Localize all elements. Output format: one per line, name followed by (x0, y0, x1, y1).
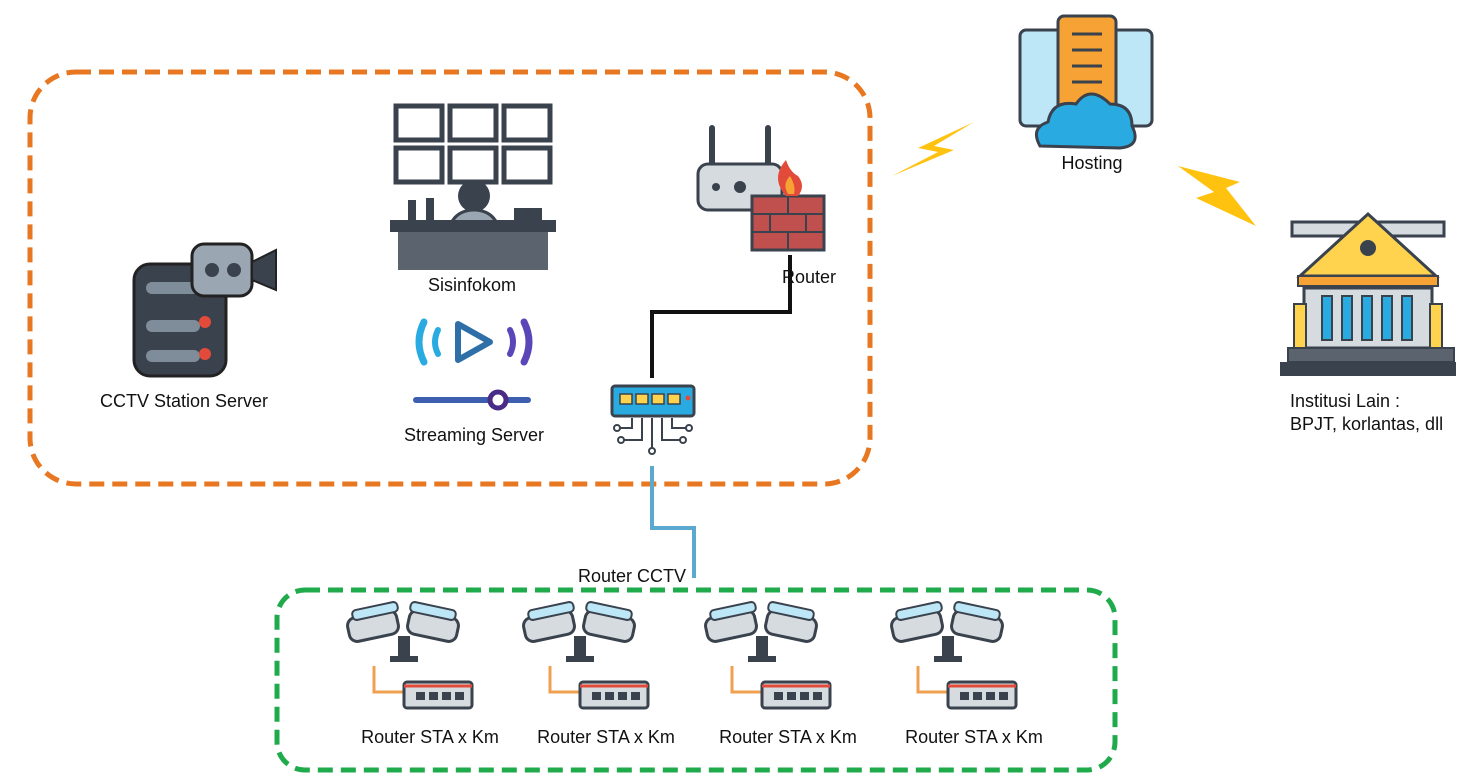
dual-cctv-camera-icon (704, 601, 818, 662)
institution-label: Institusi Lain : BPJT, korlantas, dll (1290, 390, 1443, 435)
field-unit-4 (890, 601, 1018, 710)
dual-cctv-camera-icon (346, 601, 460, 662)
field-routers-group (346, 601, 1018, 710)
field-unit-2 (522, 601, 650, 710)
switch-to-field-link (650, 466, 696, 578)
field-router-icon (402, 680, 474, 710)
institution-label-line2: BPJT, korlantas, dll (1290, 413, 1444, 434)
camera-to-router-link (372, 666, 404, 694)
router-to-switch-link (650, 255, 792, 378)
cloud-hosting-icon (1018, 14, 1154, 150)
firewall-router-icon (696, 125, 826, 252)
field-router-label: Router STA x Km (361, 727, 499, 747)
dual-cctv-camera-icon (522, 601, 636, 662)
sisinfokom-label: Sisinfokom (427, 275, 517, 295)
router-label: Router (781, 267, 837, 287)
wireless-link-hosting-icon (892, 122, 974, 176)
field-cctv-group (274, 587, 1118, 773)
field-router-icon (946, 680, 1018, 710)
field-router-label: Router STA x Km (905, 727, 1043, 747)
streaming-icon (413, 318, 533, 411)
camera-to-router-link (548, 666, 580, 694)
router-cctv-label: Router CCTV (577, 566, 687, 586)
network-switch-icon (610, 384, 696, 455)
institution-label-line1: Institusi Lain : (1290, 391, 1401, 411)
field-router-label: Router STA x Km (537, 727, 675, 747)
cctv-server-label: CCTV Station Server (99, 391, 269, 411)
wireless-link-institution-icon (1178, 166, 1256, 226)
government-building-icon (1280, 211, 1456, 376)
field-router-label: Router STA x Km (719, 727, 857, 747)
hosting-label: Hosting (1061, 153, 1123, 173)
core-network-group (27, 69, 873, 487)
camera-to-router-link (916, 666, 948, 694)
camera-to-router-link (730, 666, 762, 694)
field-unit-3 (704, 601, 832, 710)
dual-cctv-camera-icon (890, 601, 1004, 662)
streaming-server-label: Streaming Server (403, 425, 545, 445)
field-router-icon (760, 680, 832, 710)
field-router-icon (578, 680, 650, 710)
control-room-icon (390, 103, 556, 270)
field-unit-1 (346, 601, 474, 710)
cctv-server-icon (132, 242, 277, 378)
